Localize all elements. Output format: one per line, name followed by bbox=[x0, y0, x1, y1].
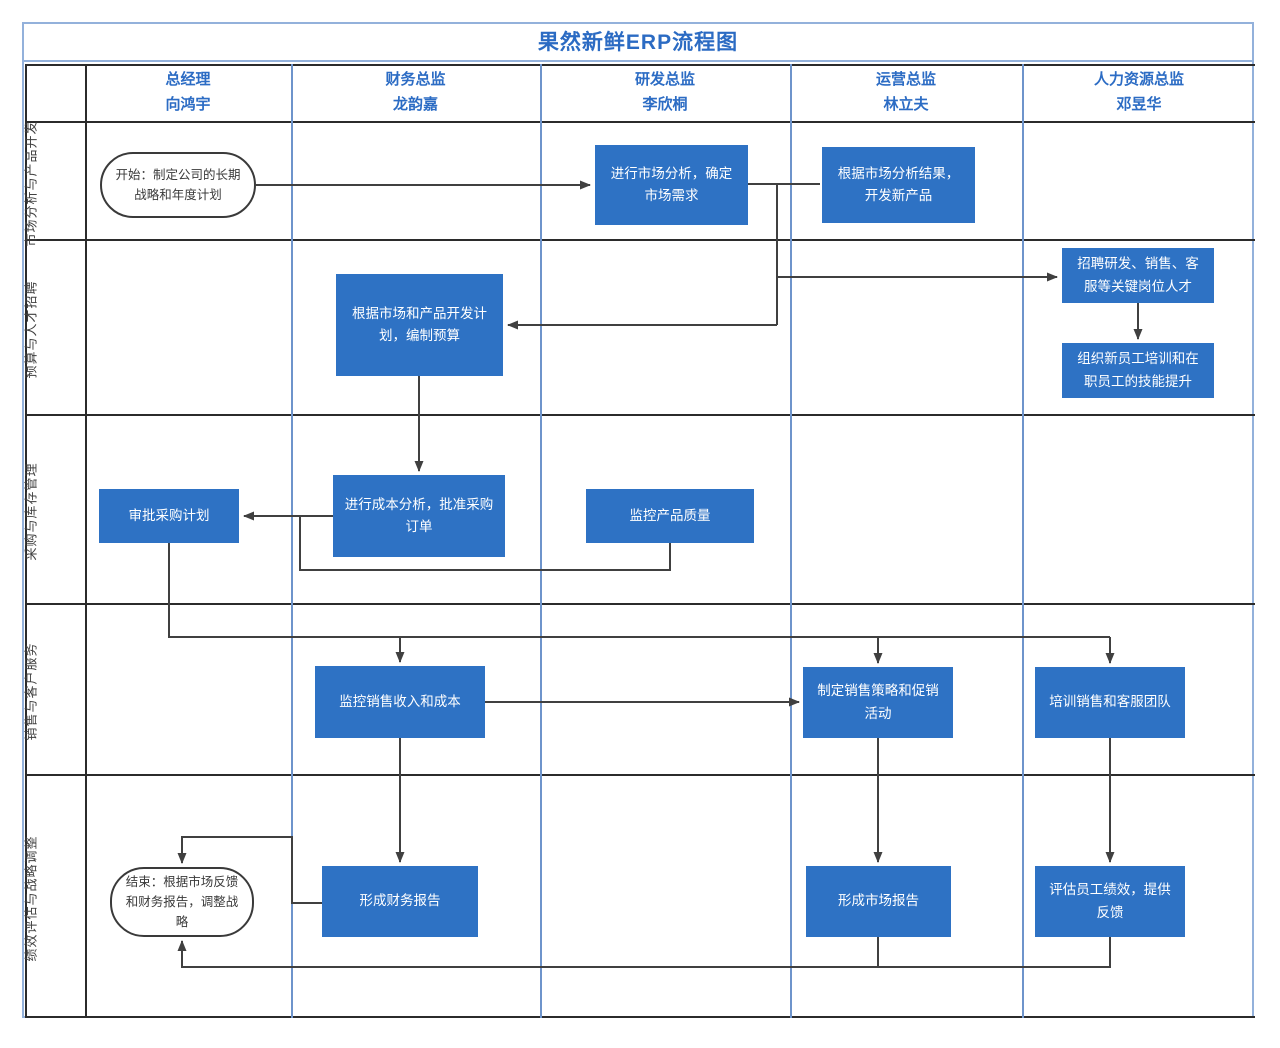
column-role: 人力资源总监 bbox=[1093, 71, 1184, 89]
column-role: 运营总监 bbox=[875, 71, 936, 89]
grid-line-vertical bbox=[25, 64, 27, 1018]
column-header-2: 财务总监 龙韵嘉 bbox=[293, 66, 538, 120]
column-person: 向鸿宇 bbox=[165, 96, 211, 113]
title-band: 果然新鲜ERP流程图 bbox=[22, 22, 1254, 62]
node-recruit: 招聘研发、销售、客服等关键岗位人才 bbox=[1062, 248, 1214, 303]
column-role: 总经理 bbox=[165, 71, 211, 89]
node-develop-product: 根据市场分析结果，开发新产品 bbox=[822, 147, 975, 223]
grid-line-horizontal bbox=[25, 414, 1255, 416]
column-header-4: 运营总监 林立夫 bbox=[792, 66, 1020, 120]
column-header-3: 研发总监 李欣桐 bbox=[542, 66, 788, 120]
lane-label-2: 预算与人才招聘 bbox=[23, 280, 39, 379]
lane-label-5: 绩效评估与战略调整 bbox=[23, 835, 39, 962]
column-divider bbox=[540, 64, 542, 1018]
grid-line-horizontal bbox=[25, 121, 1255, 123]
node-approve-purchase: 审批采购计划 bbox=[99, 489, 239, 543]
grid-line-vertical bbox=[85, 64, 87, 1018]
grid-line-horizontal bbox=[25, 64, 1255, 66]
column-person: 龙韵嘉 bbox=[392, 96, 438, 113]
node-cost-analysis: 进行成本分析，批准采购订单 bbox=[333, 475, 505, 557]
column-role: 研发总监 bbox=[634, 71, 695, 89]
grid-line-horizontal bbox=[25, 774, 1255, 776]
grid-line-horizontal bbox=[25, 1016, 1255, 1018]
node-sales-strategy: 制定销售策略和促销活动 bbox=[803, 667, 953, 738]
column-header-1: 总经理 向鸿宇 bbox=[87, 66, 289, 120]
column-divider bbox=[1022, 64, 1024, 1018]
column-divider bbox=[291, 64, 293, 1018]
node-start: 开始：制定公司的长期战略和年度计划 bbox=[100, 152, 256, 218]
node-train-new-staff: 组织新员工培训和在职员工的技能提升 bbox=[1062, 343, 1214, 398]
node-budget: 根据市场和产品开发计划，编制预算 bbox=[336, 274, 503, 376]
node-market-analysis: 进行市场分析，确定市场需求 bbox=[595, 145, 748, 225]
grid-line-horizontal bbox=[25, 239, 1255, 241]
diagram-title: 果然新鲜ERP流程图 bbox=[537, 31, 739, 54]
node-financial-report: 形成财务报告 bbox=[322, 866, 478, 937]
node-evaluate-performance: 评估员工绩效，提供反馈 bbox=[1035, 866, 1185, 937]
column-person: 邓昱华 bbox=[1116, 96, 1162, 113]
node-quality-control: 监控产品质量 bbox=[586, 489, 754, 543]
node-market-report: 形成市场报告 bbox=[806, 866, 951, 937]
grid-line-horizontal bbox=[25, 603, 1255, 605]
column-role: 财务总监 bbox=[385, 71, 446, 89]
column-header-5: 人力资源总监 邓昱华 bbox=[1024, 66, 1254, 120]
column-divider bbox=[790, 64, 792, 1018]
column-person: 林立夫 bbox=[883, 96, 929, 113]
lane-label-3: 采购与库存管理 bbox=[23, 462, 39, 561]
node-end: 结束：根据市场反馈和财务报告，调整战略 bbox=[110, 867, 254, 937]
node-monitor-revenue: 监控销售收入和成本 bbox=[315, 666, 485, 738]
column-person: 李欣桐 bbox=[642, 96, 688, 113]
node-train-sales-team: 培训销售和客服团队 bbox=[1035, 667, 1185, 738]
lane-label-4: 销售与客户服务 bbox=[23, 642, 39, 741]
